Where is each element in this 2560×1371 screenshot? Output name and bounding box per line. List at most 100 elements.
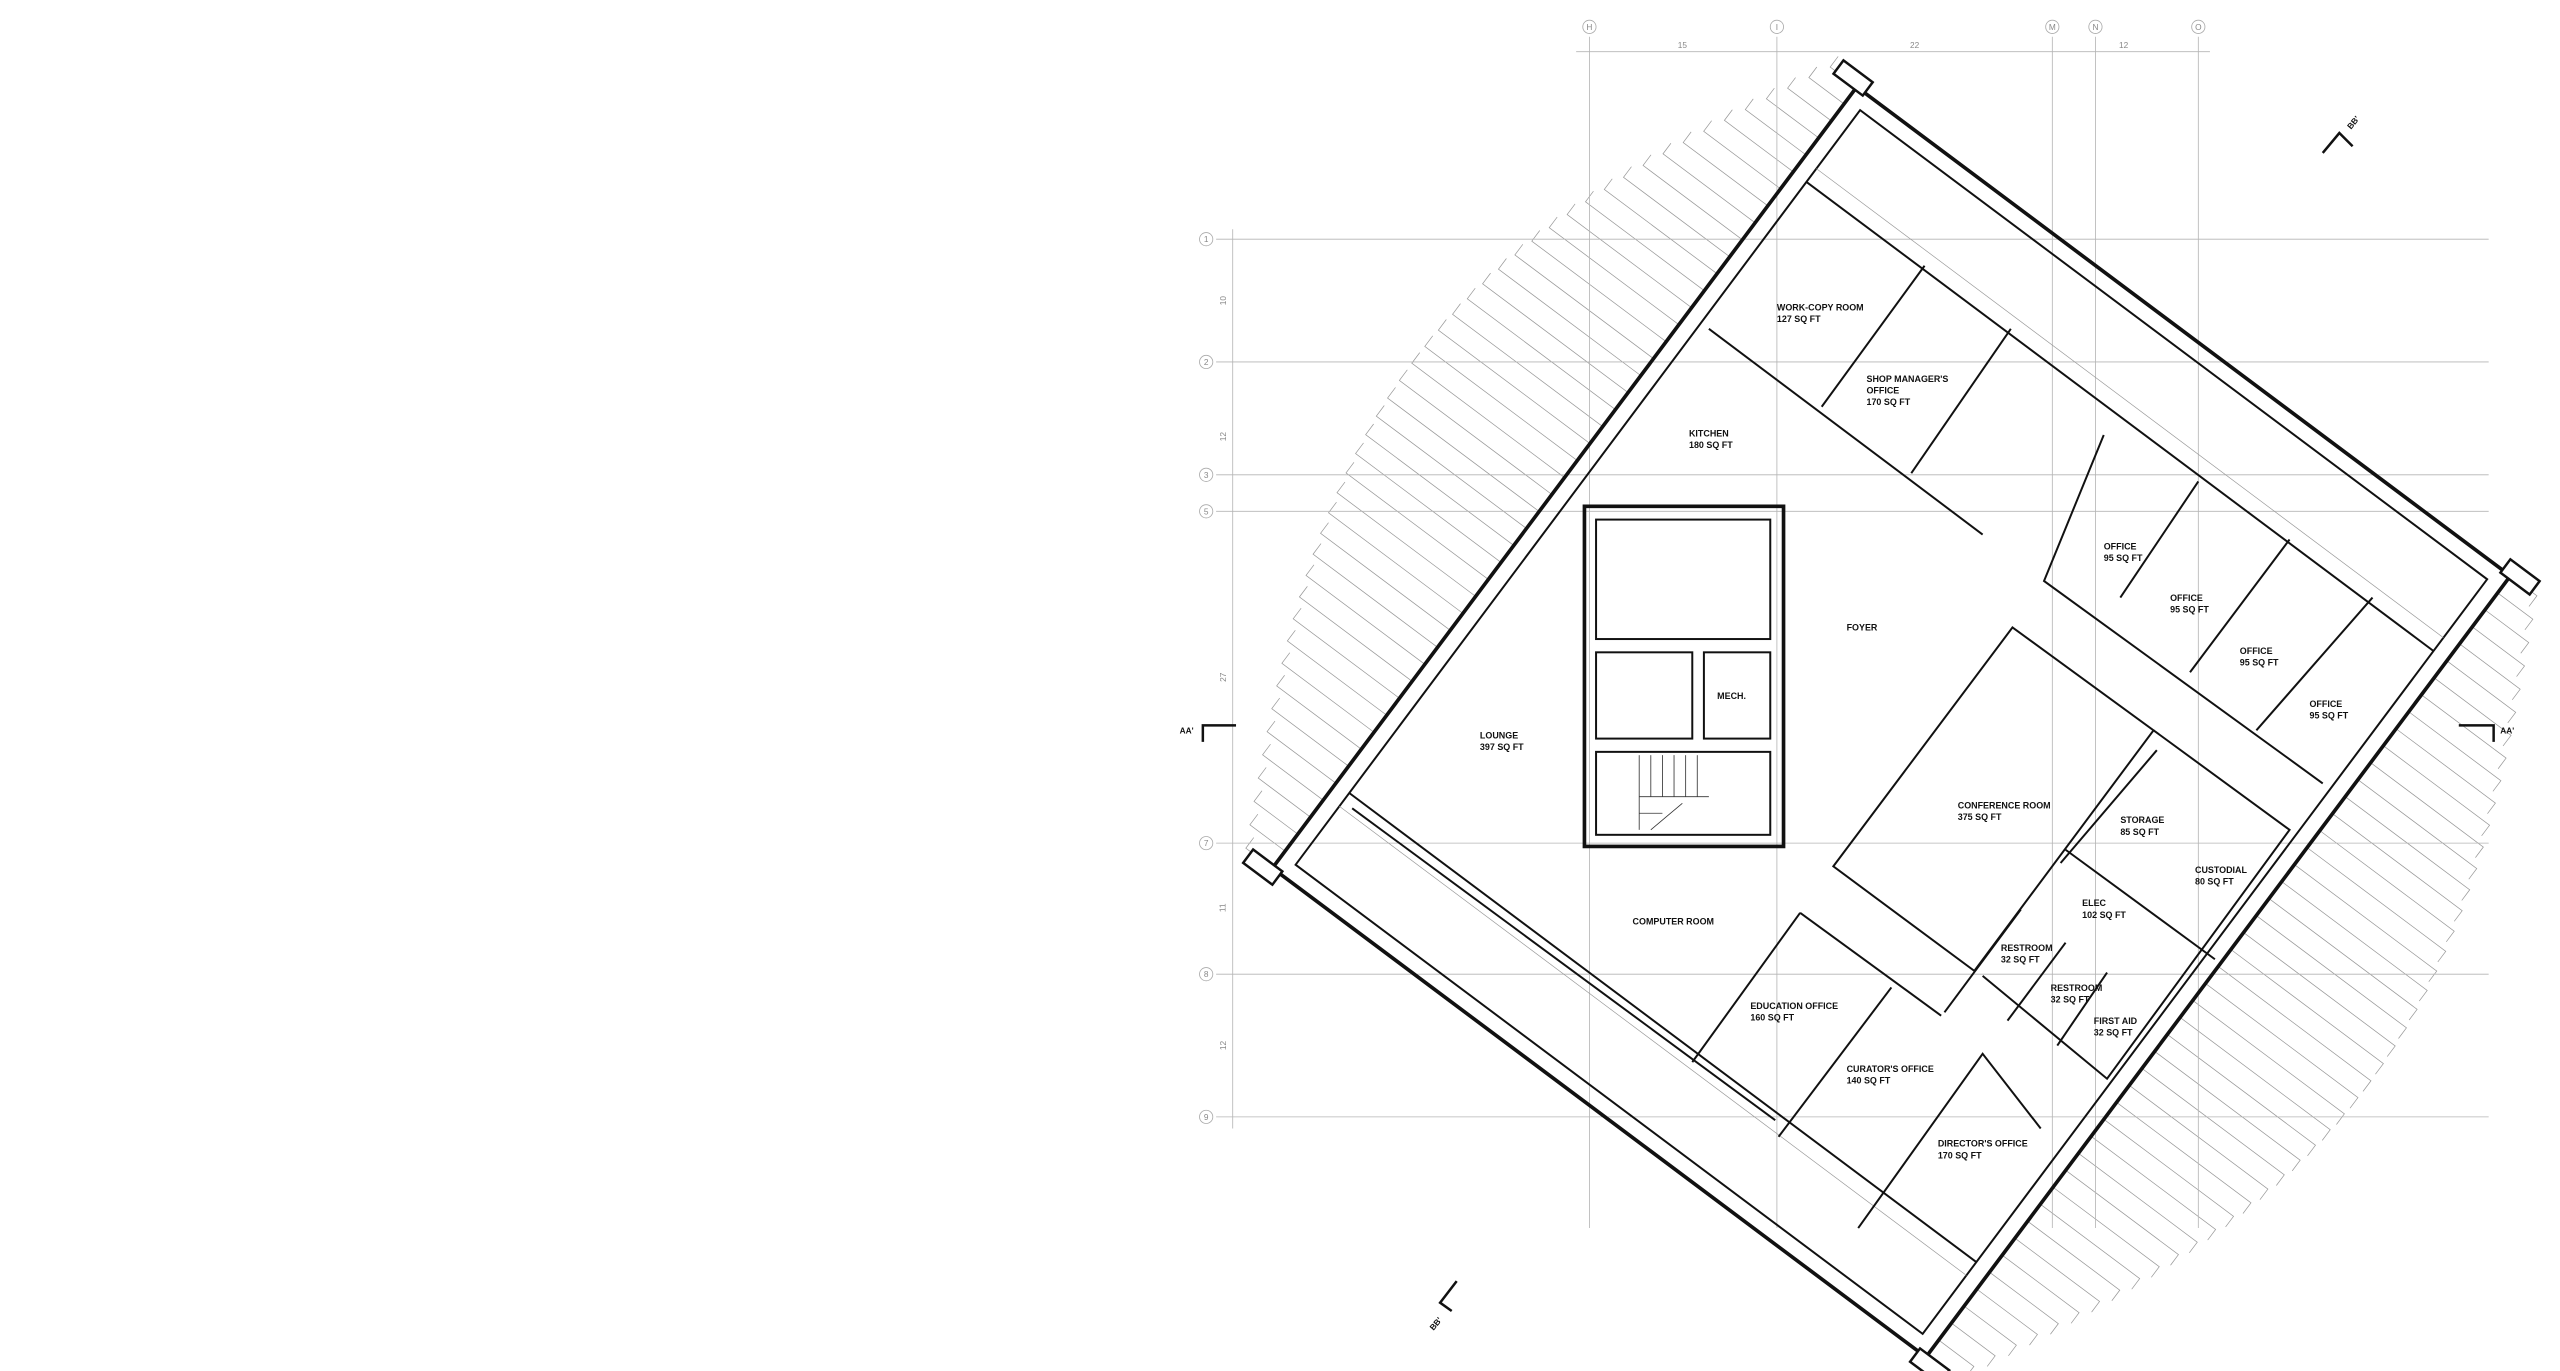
building-core [1582,504,1786,849]
grid-label-9: 9 [1204,1112,1209,1122]
louver-fin [2421,694,2507,769]
louver-fin [2078,1152,2198,1254]
louver-fin [1281,652,1375,733]
louver-fin [1765,87,1819,139]
louver-fin [2141,1068,2285,1186]
louver-fin [1482,272,1629,393]
louver-fin [2395,728,2496,814]
louver-fin [1312,543,1438,648]
section-bb-top: BB' [2345,114,2362,131]
louver-fin [1336,481,1476,597]
grid-label-3: 3 [1204,470,1209,480]
louver-fin [1249,813,1286,852]
grid-label-5: 5 [1204,506,1209,516]
louver-fin [1305,564,1426,665]
louver-fin [2433,677,2512,747]
grid-label-I: I [1776,22,1778,32]
louver-fin [1452,303,1603,427]
louver-fin [2154,1051,2301,1172]
louver-fin [1514,244,1654,359]
grid-label-O: O [2195,22,2202,32]
grid-label-1: 1 [1204,234,1209,244]
louver-fin [2484,609,2530,654]
grid-dim: 12 [1218,1041,1228,1051]
louver-fin [2129,1085,2269,1200]
louver-fin [1584,190,1705,292]
grid-dim: 12 [1218,432,1228,442]
louver-fin [1808,66,1845,105]
louver-fin [1531,230,1667,342]
louver-fin [2014,1237,2101,1313]
louver-fin [2179,1017,2331,1141]
louver-fin [2243,932,2396,1057]
louver-fin [1989,1271,2059,1335]
louver-fin [2306,847,2447,963]
louver-fin [2217,966,2372,1092]
louver-fin [1398,369,1553,495]
louver-fin [2205,983,2359,1109]
louver-fin [1271,697,1349,767]
louver-fin [1744,98,1807,156]
louver-fin [1292,607,1400,699]
louver-fin [1375,405,1527,529]
section-arrow-icon [2321,131,2354,154]
louver-fin [2383,745,2491,837]
louver-fin [1411,352,1565,478]
building-shell [1241,58,2542,1371]
louver-fin [1603,178,1718,275]
section-aa-left: AA' [1180,726,1194,736]
grid-dim: 12 [2119,40,2129,50]
louver-fin [2319,830,2455,943]
louver-fin [1662,143,1756,224]
room-computer: COMPUTER ROOM [1633,916,1714,926]
louver-fin [1424,335,1578,461]
section-arrow-icon [1201,724,1237,742]
grid-dim: 10 [1218,296,1228,306]
louver-fin [1951,1322,1996,1367]
louver-fin [2027,1220,2121,1301]
louver-fin [2345,796,2471,901]
louver-fin [2446,660,2517,724]
column-plate [2498,557,2542,597]
louver-fin [2256,915,2407,1039]
room-foyer: FOYER [1847,623,1878,633]
louver-fin [1320,522,1451,631]
grid-label-N: N [2092,22,2098,32]
louver-fin [2332,813,2463,922]
grid-dim: 22 [1910,40,1920,50]
louver-fin [1328,501,1464,614]
louver-fin [2116,1102,2252,1214]
louver-fin [1938,1339,1975,1371]
grid-label-8: 8 [1204,969,1209,979]
column-plate [1908,1346,1951,1371]
grid-vertical: H I M N O 15 22 12 [1576,19,2210,1229]
grid-label-2: 2 [1204,357,1209,367]
louver-fin [1355,442,1502,563]
grid-label-7: 7 [1204,838,1209,848]
louver-fin [1345,462,1489,580]
column-plate [1241,847,1285,887]
louver-fin [1257,767,1311,818]
grid-label-M: M [2049,22,2056,32]
louver-fin [1266,720,1337,784]
section-aa-right: AA' [2500,726,2514,736]
section-arrow-icon [2458,724,2495,742]
louver-fin [1286,630,1387,716]
interior-walls [1351,265,2374,1229]
grid-dim: 27 [1218,672,1228,682]
